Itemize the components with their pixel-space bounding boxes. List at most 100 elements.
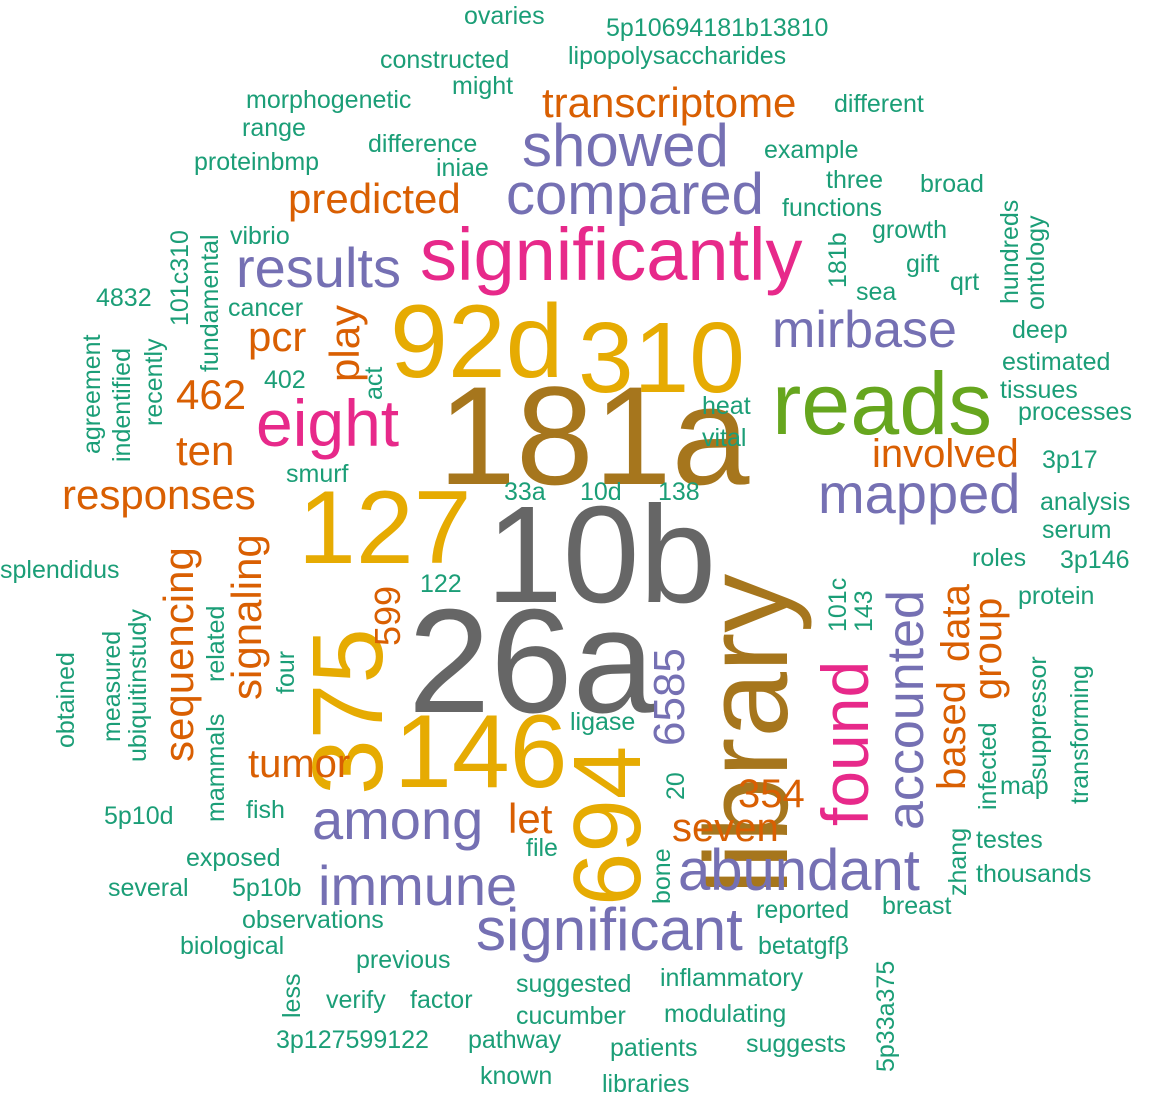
word-biological: biological [180, 932, 285, 960]
word-181b: 181b [824, 232, 852, 288]
word-fundamental: fundamental [196, 234, 224, 372]
word-three: three [826, 166, 883, 194]
word-5p10b: 5p10b [232, 874, 302, 902]
word-indentified: indentified [108, 348, 136, 462]
word-5p10d: 5p10d [104, 802, 174, 830]
word-smurf: smurf [286, 460, 349, 488]
word-involved: involved [872, 432, 1019, 476]
word-hundreds: hundreds [996, 199, 1024, 304]
word-10b: 10b [486, 478, 717, 632]
word-measured: measured [98, 630, 126, 742]
word-462: 462 [176, 371, 247, 418]
word-ten: ten [176, 427, 235, 474]
word-146: 146 [394, 694, 568, 810]
word-seven: seven [672, 806, 779, 850]
word-processes: processes [1018, 398, 1132, 426]
word-pathway: pathway [468, 1026, 562, 1054]
word-lipopolysaccharides: lipopolysaccharides [568, 42, 787, 70]
word-zhang: zhang [944, 827, 972, 896]
word-inflammatory: inflammatory [660, 964, 804, 992]
word-reported: reported [756, 896, 850, 924]
word-compared: compared [506, 162, 764, 227]
word-ligase: ligase [570, 708, 636, 736]
word-33a: 33a [504, 478, 546, 506]
word-several: several [108, 874, 189, 902]
word-143: 143 [850, 590, 878, 632]
word-3p127599122: 3p127599122 [276, 1026, 429, 1054]
word-181a: 181a [438, 357, 750, 514]
word-sequencing: sequencing [155, 547, 202, 762]
word-agreement: agreement [78, 334, 106, 454]
word-101c: 101c [824, 577, 852, 632]
word-122: 122 [420, 570, 462, 598]
word-four: four [272, 650, 300, 694]
word-map: map [1000, 772, 1049, 800]
word-transcriptome: transcriptome [542, 79, 797, 126]
word-gift: gift [906, 250, 940, 278]
word-responses: responses [62, 471, 256, 518]
word-599: 599 [367, 585, 408, 646]
word-functions: functions [782, 194, 883, 222]
word-402: 402 [264, 366, 306, 394]
word-act: act [360, 366, 388, 400]
word-verify: verify [326, 986, 386, 1014]
word-found: found [808, 660, 882, 826]
word-exposed: exposed [186, 844, 281, 872]
word-thousands: thousands [976, 860, 1092, 888]
word-mammals: mammals [202, 713, 230, 822]
word-vibrio: vibrio [230, 222, 290, 250]
word-transforming: transforming [1066, 665, 1094, 804]
word-694: 694 [554, 745, 661, 906]
word-factor: factor [410, 986, 473, 1014]
word-proteinbmp: proteinbmp [194, 148, 320, 176]
word-suggested: suggested [516, 970, 632, 998]
word-serum: serum [1042, 516, 1112, 544]
word-ubiquitinstudy: ubiquitinstudy [124, 609, 152, 762]
word-less: less [278, 973, 306, 1018]
word-constructed: constructed [380, 46, 510, 74]
word-tumor: tumor [248, 742, 351, 786]
word-infected: infected [974, 722, 1002, 810]
word-predicted: predicted [288, 175, 461, 222]
word-pcr: pcr [248, 313, 307, 360]
word-significant: significant [476, 896, 743, 963]
word-let: let [508, 795, 553, 842]
word-signaling: signaling [223, 534, 270, 700]
word-roles: roles [972, 544, 1027, 572]
word-previous: previous [356, 946, 451, 974]
word-suppressor: suppressor [1024, 656, 1052, 780]
word-3p146: 3p146 [1060, 546, 1130, 574]
word-20: 20 [662, 772, 690, 800]
word-sea: sea [856, 278, 897, 306]
word-fish: fish [246, 796, 285, 824]
word-iniae: iniae [436, 154, 489, 182]
word-5p10694181b13810: 5p10694181b13810 [606, 14, 829, 42]
word-vital: vital [702, 424, 747, 452]
word-group: group [966, 597, 1010, 700]
word-3p17: 3p17 [1042, 446, 1098, 474]
word-modulating: modulating [664, 1000, 787, 1028]
word-ontology: ontology [1022, 215, 1050, 310]
word-mirbase: mirbase [772, 301, 957, 359]
word-10d: 10d [580, 478, 622, 506]
word-heat: heat [702, 392, 751, 420]
word-analysis: analysis [1040, 488, 1131, 516]
word-known: known [480, 1062, 553, 1090]
word-obtained: obtained [52, 652, 80, 748]
word-morphogenetic: morphogenetic [246, 86, 412, 114]
word-6585: 6585 [645, 648, 694, 746]
word-splendidus: splendidus [0, 556, 120, 584]
word-testes: testes [976, 826, 1043, 854]
word-observations: observations [242, 906, 384, 934]
word-file: file [526, 834, 558, 862]
word-showed: showed [522, 112, 729, 179]
word-growth: growth [872, 216, 948, 244]
word-cancer: cancer [228, 294, 304, 322]
word-significantly: significantly [420, 213, 803, 296]
word-eight: eight [256, 386, 400, 460]
word-suggests: suggests [746, 1030, 847, 1058]
word-patients: patients [610, 1034, 698, 1062]
word-mapped: mapped [818, 462, 1021, 525]
word-abundant: abundant [678, 838, 920, 903]
